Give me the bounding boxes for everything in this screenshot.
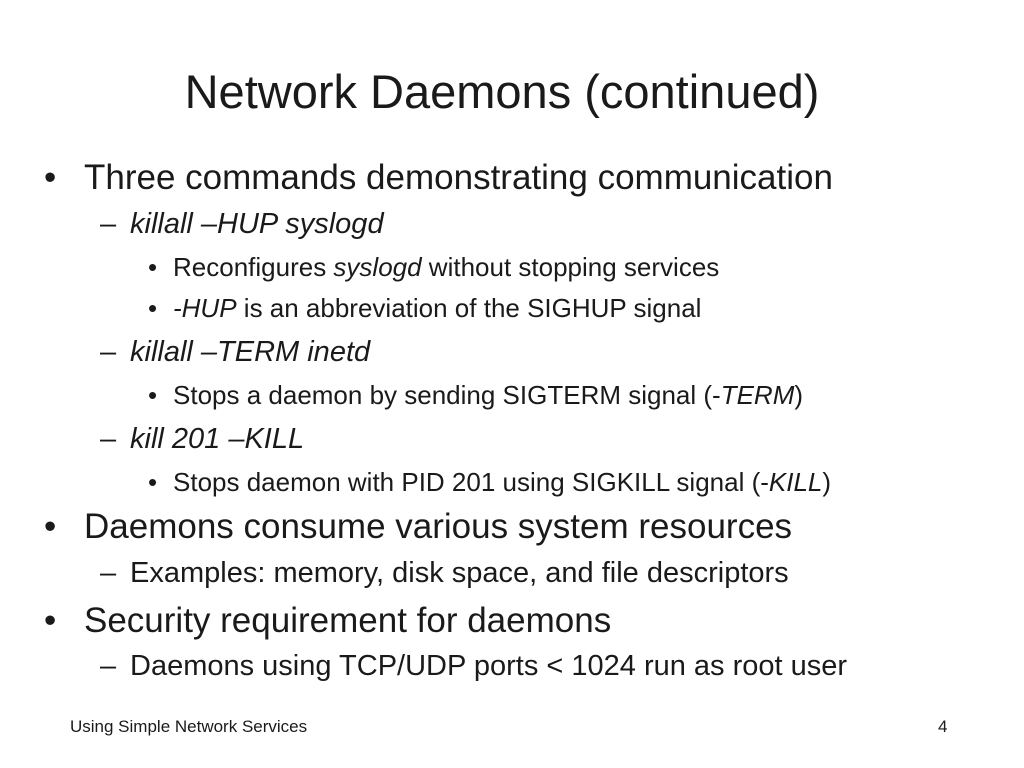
bullet-marker: • — [44, 601, 57, 640]
bullet-text: Stops daemon with PID 201 using SIGKILL … — [173, 467, 831, 498]
bullet-marker: • — [148, 293, 158, 323]
emphasis-text: TERM — [720, 380, 795, 410]
command-text: killall –HUP syslogd — [130, 208, 384, 240]
footer-title: Using Simple Network Services — [70, 717, 308, 736]
bullet-text: Three commands demonstrating communicati… — [84, 158, 833, 197]
dash-marker: – — [100, 650, 117, 682]
page-number: 4 — [938, 717, 948, 736]
bullet-text: Stops a daemon by sending SIGTERM signal… — [173, 380, 803, 411]
bullet-marker: • — [148, 380, 158, 410]
slide-title: Network Daemons (continued) — [184, 65, 820, 118]
text-segment: is an abbreviation of the SIGHUP signal — [236, 293, 702, 323]
text-segment: Reconfigures — [173, 252, 334, 282]
bullet-text: Reconfigures syslogd without stopping se… — [173, 252, 719, 283]
emphasis-text: syslogd — [333, 252, 422, 282]
dash-marker: – — [100, 208, 117, 240]
text-segment: ) — [822, 467, 832, 497]
dash-marker: – — [100, 336, 117, 368]
emphasis-text: -HUP — [173, 293, 237, 323]
bullet-marker: • — [44, 507, 57, 546]
bullet-marker: • — [44, 158, 57, 197]
text-segment: without stopping services — [421, 252, 720, 282]
bullet-text: Daemons consume various system resources — [84, 507, 793, 546]
bullet-text: Security requirement for daemons — [84, 601, 612, 640]
emphasis-text: KILL — [768, 467, 823, 497]
bullet-marker: • — [148, 252, 158, 282]
dash-marker: – — [100, 557, 117, 589]
bullet-text: Daemons using TCP/UDP ports < 1024 run a… — [130, 650, 848, 682]
bullet-marker: • — [148, 467, 158, 497]
bullet-text: -HUP is an abbreviation of the SIGHUP si… — [173, 293, 701, 324]
command-text: kill 201 –KILL — [130, 423, 305, 455]
text-segment: Stops a daemon by sending SIGTERM signal… — [173, 380, 721, 410]
dash-marker: – — [100, 423, 117, 455]
text-segment: ) — [794, 380, 804, 410]
command-text: killall –TERM inetd — [130, 336, 371, 368]
text-segment: Stops daemon with PID 201 using SIGKILL … — [173, 467, 769, 497]
bullet-text: Examples: memory, disk space, and file d… — [130, 557, 789, 589]
